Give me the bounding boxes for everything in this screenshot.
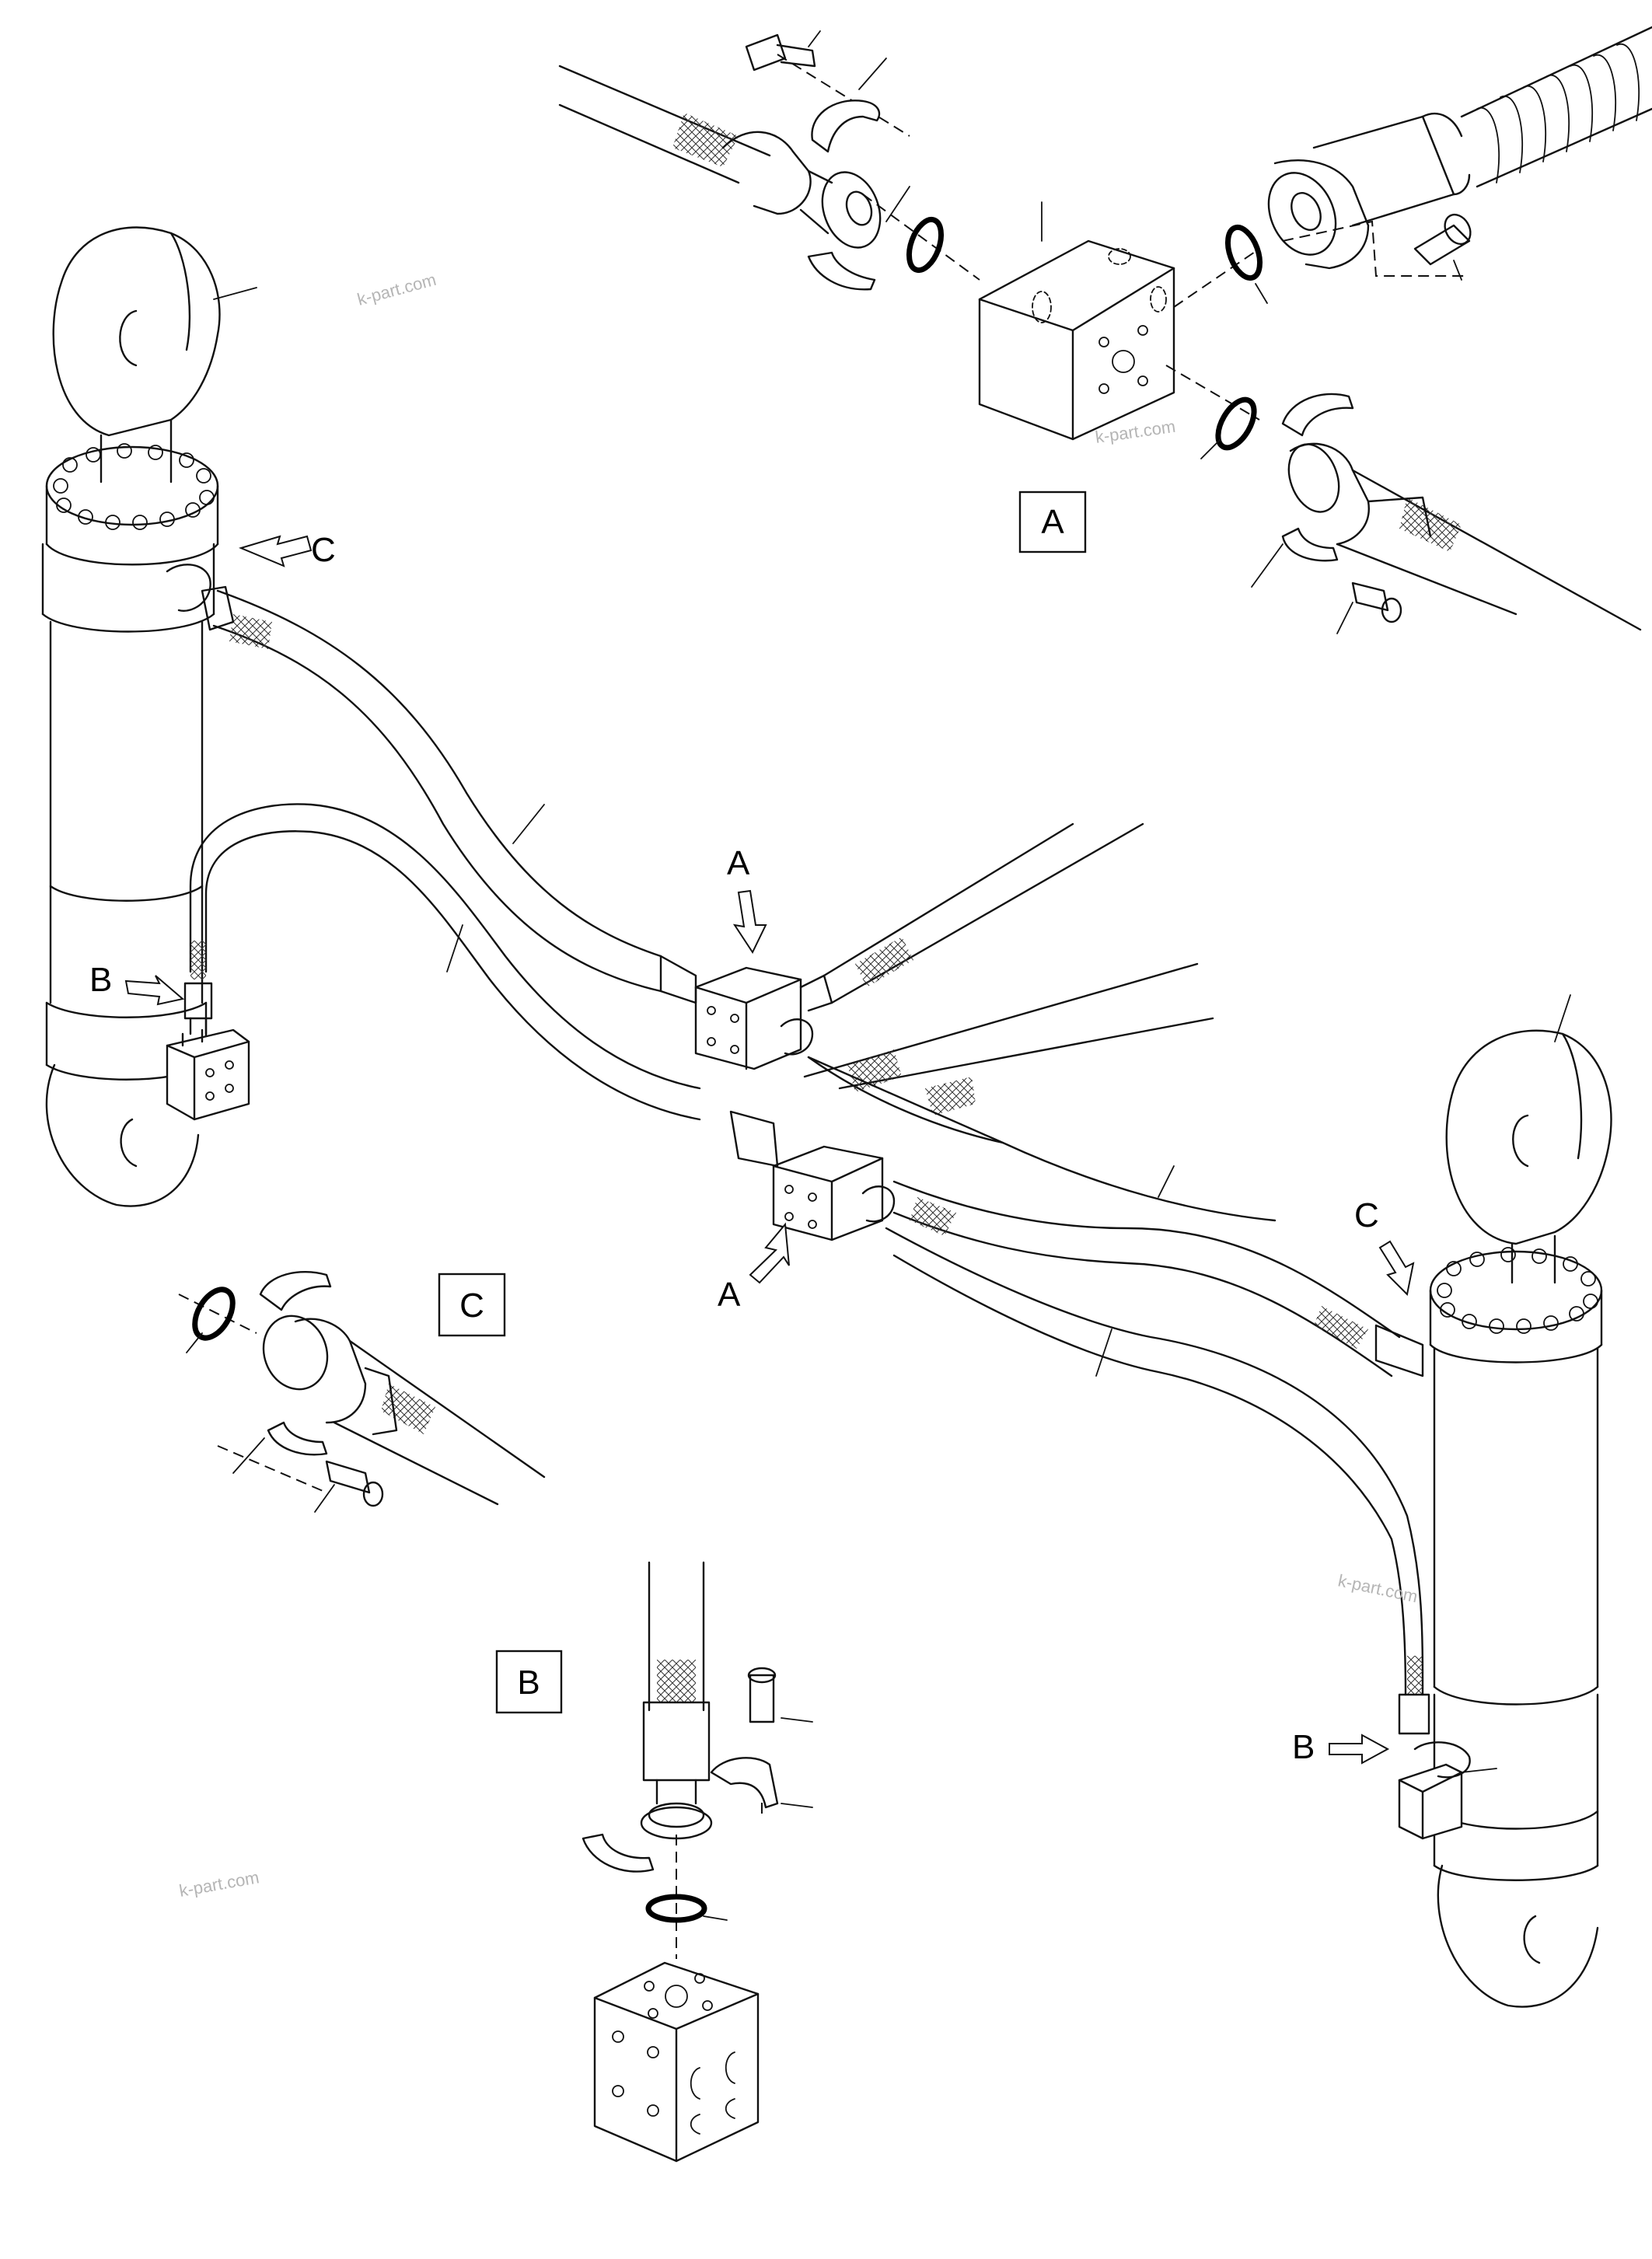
view-label-c-left: C (311, 531, 336, 569)
view-label-a-lower: A (718, 1276, 741, 1314)
callout-box-c (438, 1273, 506, 1337)
upper-junction-block (659, 955, 833, 1070)
hose-assembly (183, 585, 1430, 1735)
view-label-a-upper: A (727, 844, 750, 882)
watermark: k-part.com (178, 1867, 261, 1901)
left-cylinder (41, 226, 257, 1207)
lower-junction-block (729, 1110, 896, 1241)
callout-box-a (1018, 491, 1087, 553)
view-label-b-right: B (1292, 1728, 1315, 1766)
view-arrows (124, 535, 1415, 1765)
watermark: k-part.com (355, 270, 438, 309)
detail-a: A (558, 26, 1652, 634)
right-port-block (1398, 1741, 1471, 1840)
detail-c: C (178, 1270, 546, 1513)
right-flange-bolts (1437, 1247, 1598, 1334)
callout-c-label: C (459, 1287, 484, 1325)
callout-a-label: A (1041, 503, 1064, 541)
view-label-b-left: B (89, 961, 112, 999)
callout-b-label: B (517, 1664, 540, 1702)
detail-b: B (495, 1561, 813, 2163)
corrugations (1476, 43, 1640, 183)
right-cylinder (1398, 994, 1612, 2008)
watermark: k-part.com (1336, 1570, 1420, 1606)
callout-box-b (495, 1650, 563, 1714)
view-label-c-right: C (1354, 1196, 1379, 1234)
flange-bolts (53, 443, 215, 530)
left-port-block (166, 1028, 250, 1121)
